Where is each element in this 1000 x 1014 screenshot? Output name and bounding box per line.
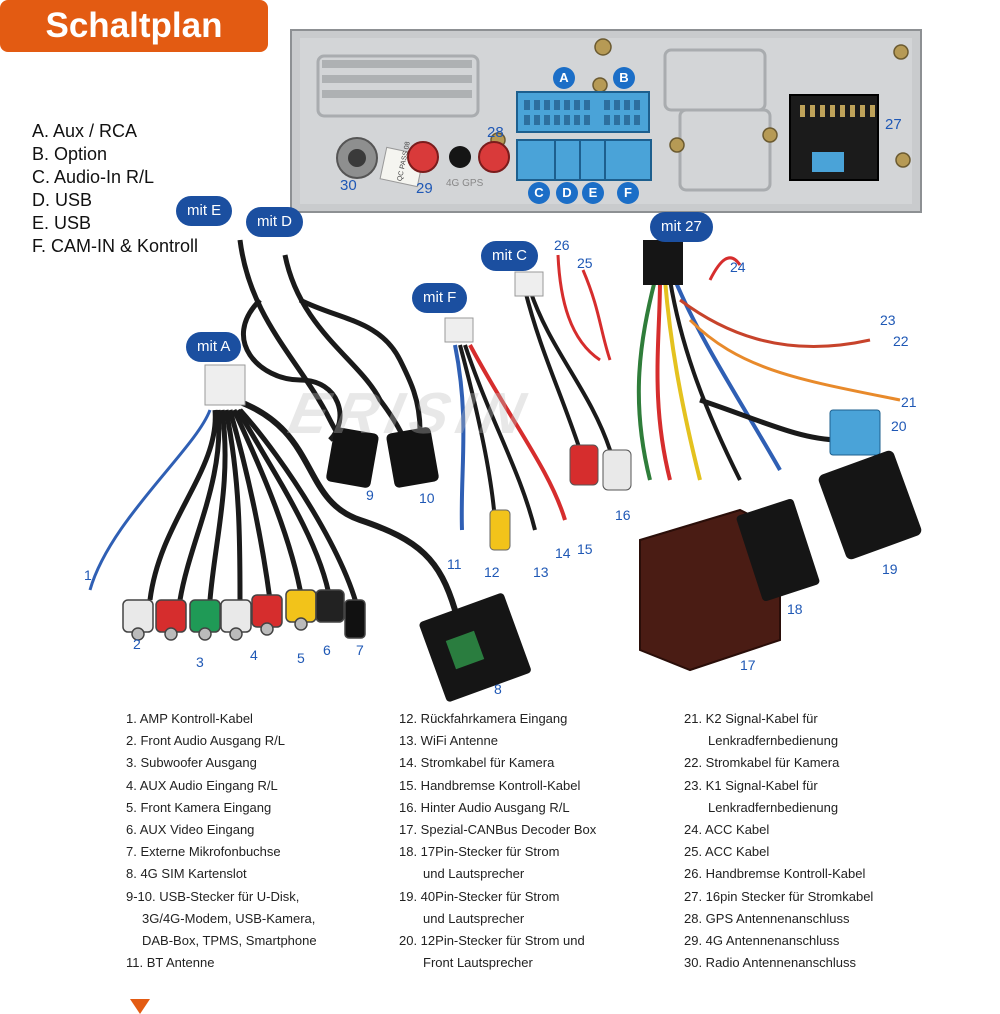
harness-a: [88, 397, 458, 621]
part-number-15: 15: [577, 541, 593, 557]
part-number-9: 9: [366, 487, 374, 503]
parts-list-item: 26. Handbremse Kontroll-Kabel: [684, 866, 866, 882]
part-number-25: 25: [577, 255, 593, 271]
parts-list-item: 9-10. USB-Stecker für U-Disk,: [126, 888, 300, 904]
legend-item: A. Aux / RCA: [32, 121, 138, 141]
parts-list-col-3: 21. K2 Signal-Kabel für Lenkradfernbedie…: [684, 708, 873, 974]
unit-letter-a: A: [553, 67, 575, 89]
part-number-1: 1: [84, 567, 92, 583]
parts-list-item: 15. Handbremse Kontroll-Kabel: [399, 777, 581, 793]
badge-mit-d: mit D: [246, 207, 303, 237]
part-number-14: 14: [555, 545, 571, 561]
badge-mit-f: mit F: [412, 283, 468, 313]
badge-mit-a: mit A: [186, 332, 242, 362]
page-title: Schaltplan: [0, 0, 268, 52]
parts-list-item: 30. Radio Antennenanschluss: [684, 955, 857, 971]
parts-list-item: 6. AUX Video Eingang: [126, 822, 255, 838]
badge-mit-27: mit 27: [650, 212, 713, 242]
unit-number-30: 30: [340, 177, 357, 194]
part-number-23: 23: [880, 312, 896, 328]
part-number-8: 8: [494, 681, 502, 697]
parts-list-item: 18. 17Pin-Stecker für Strom: [399, 844, 560, 860]
rca-plugs-a: [122, 589, 366, 641]
harness-27: [636, 256, 901, 481]
parts-list-item: 23. K1 Signal-Kabel für: [684, 777, 818, 793]
legend-item: D. USB: [32, 190, 93, 210]
parts-list-item: Lenkradfernbedienung: [708, 733, 839, 749]
part-number-12: 12: [484, 564, 500, 580]
unit-letter-d: D: [556, 182, 578, 204]
part-number-11: 11: [447, 556, 462, 572]
parts-list-item: 3G/4G-Modem, USB-Kamera,: [142, 910, 316, 926]
parts-list-item: und Lautsprecher: [423, 910, 525, 926]
parts-list-item: 12. Rückfahrkamera Eingang: [399, 711, 568, 726]
unit-number-29: 29: [416, 180, 433, 197]
part-number-21: 21: [901, 394, 917, 410]
part-number-3: 3: [196, 654, 204, 670]
parts-list-item: 22. Stromkabel für Kamera: [684, 755, 840, 771]
part-number-22: 22: [893, 333, 909, 349]
part-number-4: 4: [250, 647, 258, 663]
parts-list-item: DAB-Box, TPMS, Smartphone: [142, 933, 317, 949]
parts-list-item: Front Lautsprecher: [423, 955, 533, 971]
parts-list-item: 19. 40Pin-Stecker für Strom: [399, 888, 560, 904]
parts-list-item: Lenkradfernbedienung: [708, 799, 839, 815]
parts-list-item: und Lautsprecher: [423, 866, 525, 882]
part-number-19: 19: [882, 561, 898, 577]
part-number-24: 24: [730, 259, 746, 275]
part-number-7: 7: [356, 642, 364, 658]
parts-list-item: 29. 4G Antennenanschluss: [684, 933, 840, 949]
legend-item: F. CAM-IN & Kontroll: [32, 236, 199, 256]
parts-list-item: 8. 4G SIM Kartenslot: [126, 866, 247, 882]
parts-list-item: 21. K2 Signal-Kabel für: [684, 711, 818, 726]
part-number-26: 26: [554, 237, 570, 253]
harness-c-f: [453, 254, 612, 531]
parts-list-item: 5. Front Kamera Eingang: [126, 799, 272, 815]
part-number-6: 6: [323, 642, 331, 658]
unit-letter-e: E: [582, 182, 604, 204]
parts-list-item: 14. Stromkabel für Kamera: [399, 755, 555, 771]
legend-item: E. USB: [32, 213, 92, 233]
part-number-18: 18: [787, 601, 803, 617]
parts-list-item: 3. Subwoofer Ausgang: [126, 755, 257, 771]
parts-list-item: 17. Spezial-CANBus Decoder Box: [399, 822, 597, 838]
parts-list-item: 27. 16pin Stecker für Stromkabel: [684, 888, 874, 904]
unit-letter-f: F: [617, 182, 639, 204]
unit-letter-c: C: [528, 182, 550, 204]
parts-list-item: 11. BT Antenne: [126, 955, 215, 971]
parts-list-item: 13. WiFi Antenne: [399, 733, 498, 749]
part-number-16: 16: [615, 507, 631, 523]
antenna-label: 4G GPS: [446, 178, 484, 189]
parts-list-col-2: 12. Rückfahrkamera Eingang 13. WiFi Ante…: [399, 708, 596, 974]
parts-list-item: 25. ACC Kabel: [684, 844, 770, 860]
parts-list-item: 20. 12Pin-Stecker für Strom und: [399, 933, 585, 949]
badge-mit-c: mit C: [481, 241, 538, 271]
legend-item: C. Audio-In R/L: [32, 167, 155, 187]
parts-list-item: 4. AUX Audio Eingang R/L: [126, 777, 278, 793]
part-number-13: 13: [533, 564, 549, 580]
part-number-2: 2: [133, 636, 141, 652]
parts-list-item: 7. Externe Mikrofonbuchse: [126, 844, 281, 860]
badge-mit-e: mit E: [176, 196, 233, 226]
part-number-20: 20: [891, 418, 907, 434]
head-unit-back-panel: [290, 29, 922, 213]
parts-list-item: 28. GPS Antennenanschluss: [684, 910, 850, 926]
parts-list-col-1: 1. AMP Kontroll-Kabel 2. Front Audio Aus…: [126, 708, 317, 974]
unit-letter-b: B: [613, 67, 635, 89]
parts-list-item: 16. Hinter Audio Ausgang R/L: [399, 799, 570, 815]
unit-number-28: 28: [487, 124, 504, 141]
watermark: ERISIN: [283, 381, 539, 446]
parts-list-item: 24. ACC Kabel: [684, 822, 770, 838]
parts-list-item: 1. AMP Kontroll-Kabel: [126, 711, 253, 726]
unit-number-27: 27: [885, 116, 902, 133]
part-number-10: 10: [419, 490, 435, 506]
parts-list-item: 2. Front Audio Ausgang R/L: [126, 733, 285, 749]
part-number-17: 17: [740, 657, 756, 673]
part-number-5: 5: [297, 650, 305, 666]
legend-item: B. Option: [32, 144, 108, 164]
